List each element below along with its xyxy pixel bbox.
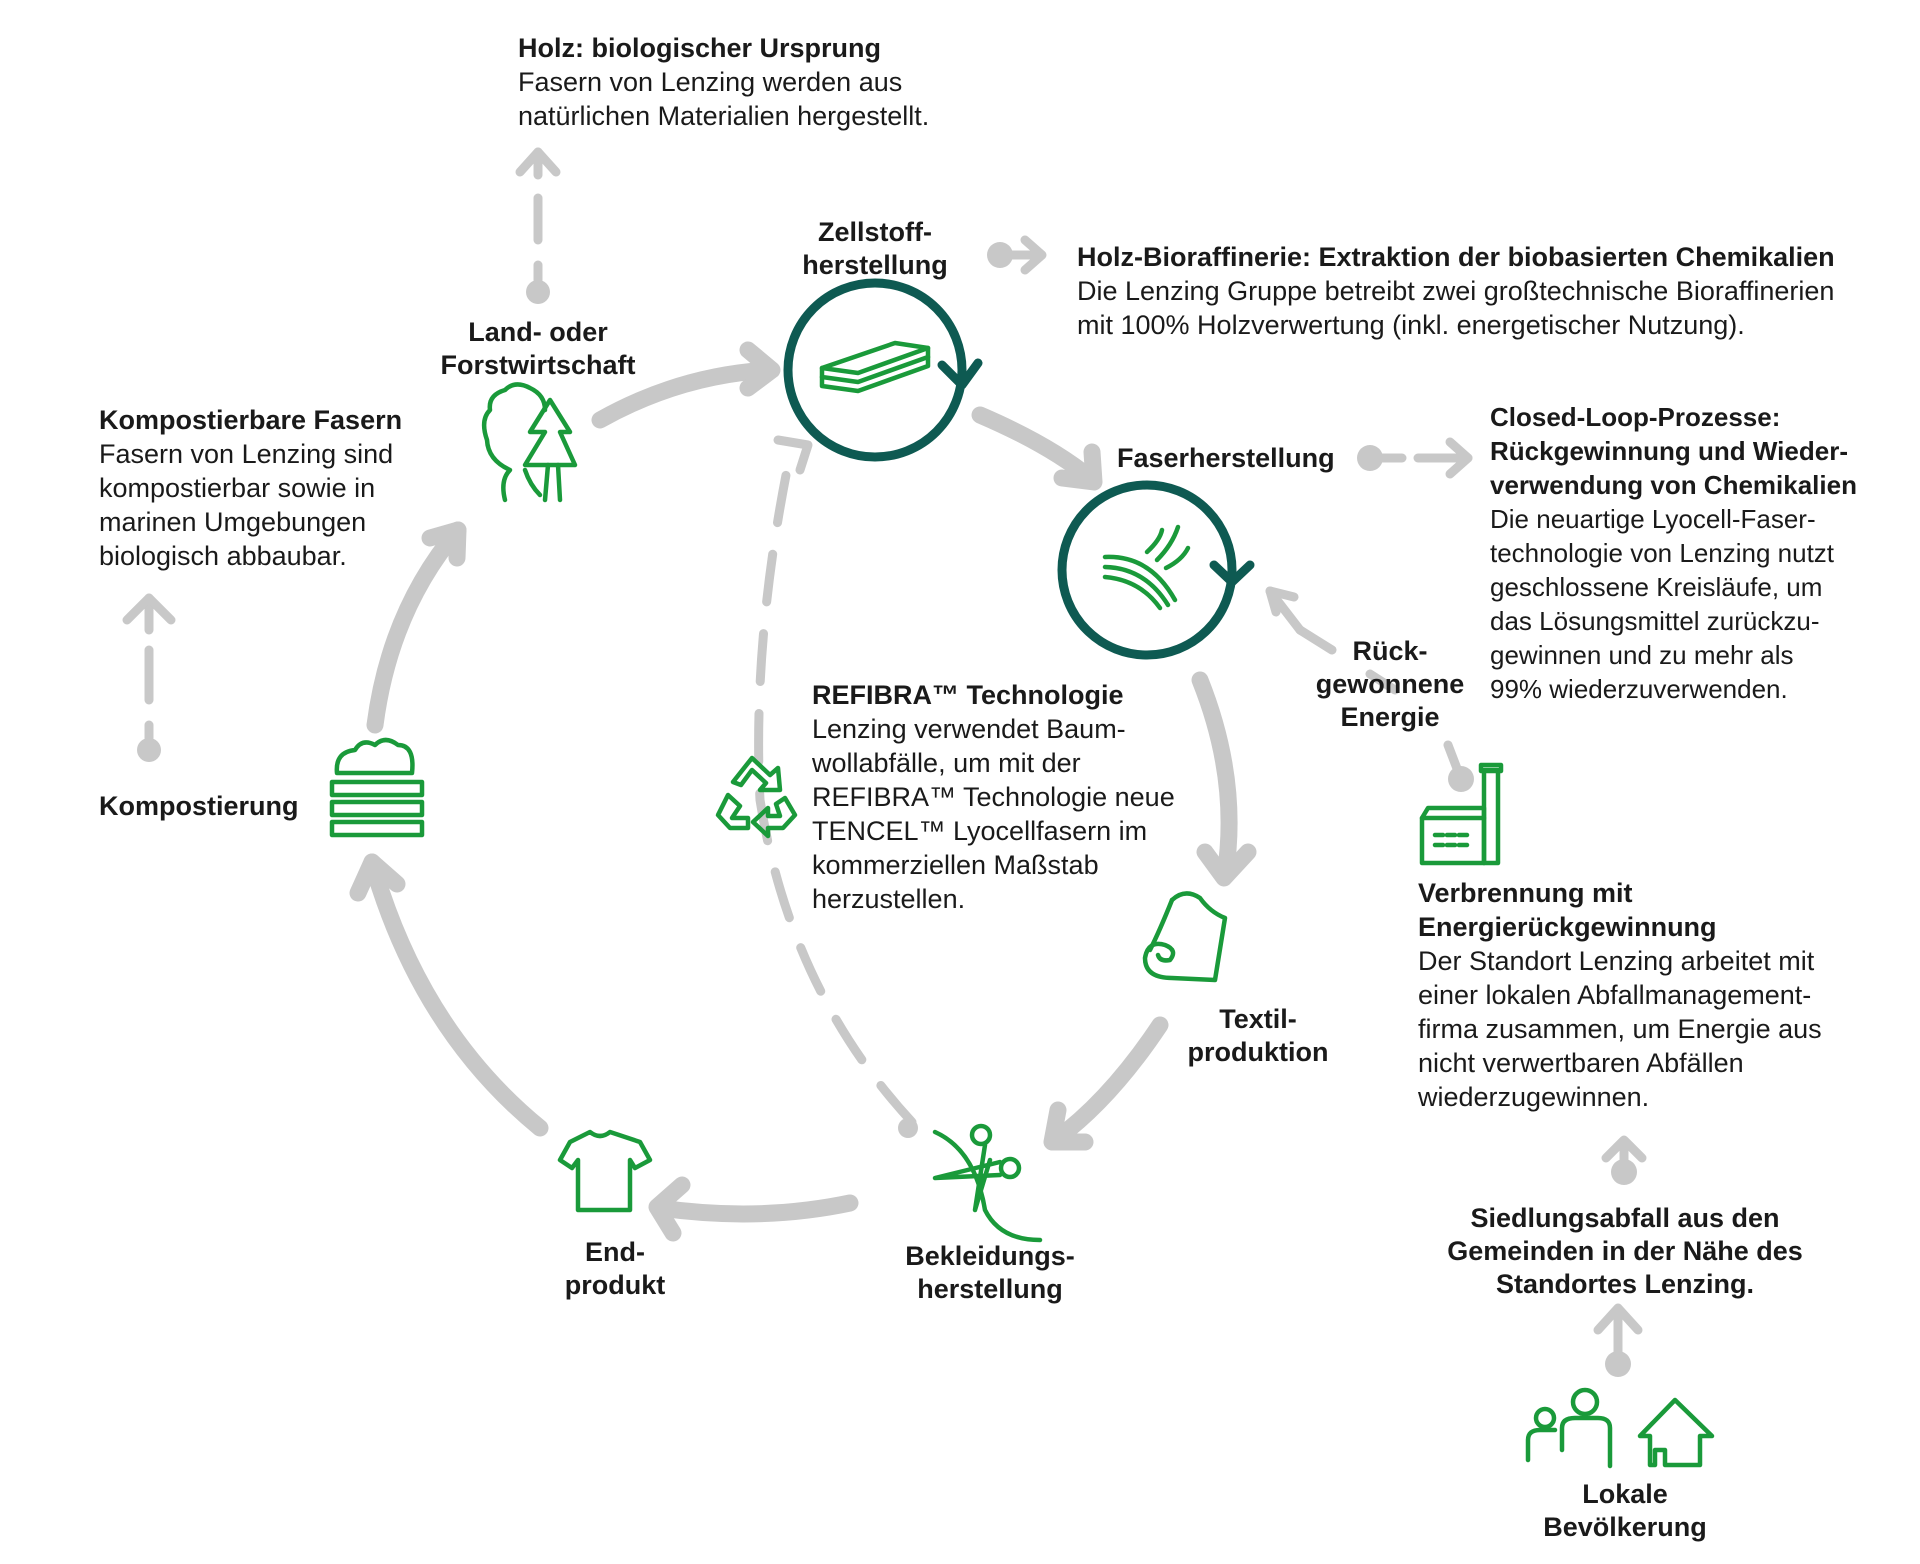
arrow-textil-to-bekleidung xyxy=(1043,1016,1169,1151)
arrow-siedlung-to-verbrennung xyxy=(1601,1135,1647,1185)
callout-verbrennung: Verbrennung mit Energierückgewinnung Der… xyxy=(1418,876,1822,1114)
arrow-faser-to-textil xyxy=(1191,671,1257,887)
stage-land-label: Land- oder Forstwirtschaft xyxy=(440,317,636,380)
callout-closed-loop: Closed-Loop-Prozesse: Rückgewinnung und … xyxy=(1490,400,1857,706)
stage-faser-label: Faserherstellung xyxy=(1117,443,1335,473)
callout-bioraffinerie-body: Die Lenzing Gruppe betreibt zwei großtec… xyxy=(1077,276,1835,340)
callout-closed-loop-body: Die neuartige Lyocell-Faser- technologie… xyxy=(1490,504,1835,704)
callout-holz: Holz: biologischer Ursprung Fasern von L… xyxy=(518,31,929,133)
stage-kompostierung-label: Kompostierung xyxy=(99,791,299,821)
arrow-bekleidung-to-endprodukt xyxy=(648,1176,859,1242)
arrow-zellstoff-to-faser xyxy=(971,406,1103,491)
fabric-roll-icon xyxy=(1142,891,1228,983)
arrow-refibra-dashed xyxy=(754,435,918,1138)
callout-refibra: REFIBRA™ Technologie Lenzing verwendet B… xyxy=(812,678,1175,916)
tshirt-icon xyxy=(557,1129,653,1213)
zellstoff-cycle-ring xyxy=(783,278,983,462)
callout-verbrennung-title: Verbrennung mit Energierückgewinnung xyxy=(1418,878,1717,942)
fibers-icon xyxy=(1102,524,1191,611)
callout-bioraffinerie: Holz-Bioraffinerie: Extraktion der bioba… xyxy=(1077,240,1835,342)
compost-icon xyxy=(329,737,425,838)
arrow-kompost-to-land xyxy=(366,521,467,734)
callout-kompostierbar-title: Kompostierbare Fasern xyxy=(99,405,403,435)
arrow-endprodukt-to-kompost xyxy=(349,853,549,1137)
callout-refibra-body: Lenzing verwendet Baum- wollabfälle, um … xyxy=(812,714,1175,914)
node-lokale-bevoelkerung-label: Lokale Bevölkerung xyxy=(1543,1479,1707,1542)
factory-icon xyxy=(1419,762,1504,866)
node-rueckgewonnene-energie-label: Rück- gewonnene Energie xyxy=(1315,636,1465,732)
callout-verbrennung-body: Der Standort Lenzing arbeitet mit einer … xyxy=(1418,946,1822,1112)
stage-zellstoff-label: Zellstoff- herstellung xyxy=(802,217,948,280)
callout-closed-loop-title: Closed-Loop-Prozesse: Rückgewinnung und … xyxy=(1490,402,1857,500)
callout-holz-body: Fasern von Lenzing werden aus natürliche… xyxy=(518,67,930,131)
node-siedlungsabfall-label: Siedlungsabfall aus den Gemeinden in der… xyxy=(1447,1203,1803,1299)
pulp-sheets-icon xyxy=(819,340,931,394)
arrow-lokale-to-siedlung xyxy=(1593,1303,1643,1377)
arrow-faser-to-closed-loop xyxy=(1357,437,1473,479)
callout-kompostierbar: Kompostierbare Fasern Fasern von Lenzing… xyxy=(99,403,402,573)
trees-icon xyxy=(481,382,578,503)
scissors-icon xyxy=(932,1123,1043,1243)
arrow-kompostierbar-dashed xyxy=(122,593,176,762)
faser-cycle-ring xyxy=(1057,480,1255,660)
callout-refibra-title: REFIBRA™ Technologie xyxy=(812,680,1124,710)
recycle-icon xyxy=(715,755,798,839)
callout-kompostierbar-body: Fasern von Lenzing sind kompostierbar so… xyxy=(99,439,394,571)
arrow-land-to-zellstoff xyxy=(591,341,781,429)
arrow-energy-to-faser xyxy=(1265,586,1474,792)
arrow-zellstoff-to-bioraffinerie xyxy=(987,235,1047,275)
callout-holz-title: Holz: biologischer Ursprung xyxy=(518,33,882,63)
stage-endprodukt-label: End- produkt xyxy=(564,1237,666,1300)
stage-bekleidung-label: Bekleidungs- herstellung xyxy=(905,1241,1075,1304)
callout-bioraffinerie-title: Holz-Bioraffinerie: Extraktion der bioba… xyxy=(1077,242,1835,272)
people-house-icon xyxy=(1525,1387,1715,1469)
stage-textil-label: Textil- produktion xyxy=(1187,1004,1329,1067)
arrow-holz-dashed xyxy=(515,147,561,304)
